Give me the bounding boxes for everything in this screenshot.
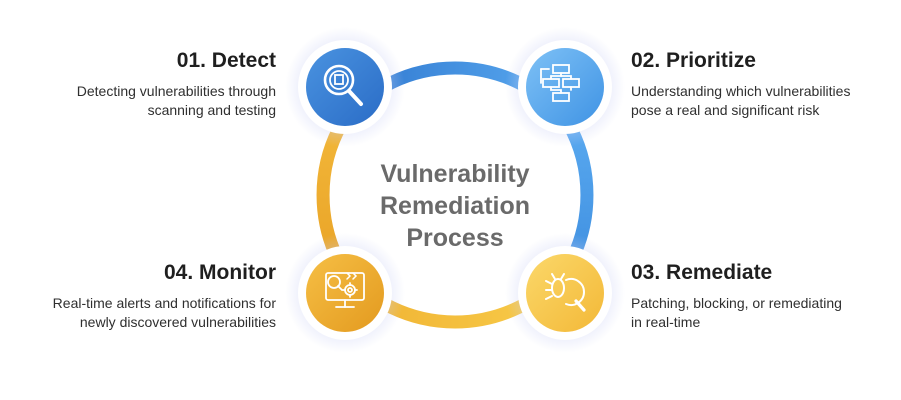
center-title: Vulnerability Remediation Process	[340, 158, 570, 254]
step-description-line: in real-time	[631, 314, 701, 330]
step-remediate: 03. Remediate Patching, blocking, or rem…	[631, 260, 901, 332]
center-title-line-2: Remediation	[379, 192, 531, 220]
step-description: Understanding which vulnerabilities pose…	[631, 82, 901, 120]
center-title-line-3: Process	[406, 224, 504, 252]
center-title-line-1: Vulnerability	[380, 160, 530, 188]
step-description-line: Detecting vulnerabilities through	[76, 83, 276, 99]
step-description-line: Patching, blocking, or remediating	[631, 295, 842, 311]
step-title: 01. Detect	[176, 49, 276, 72]
priority-flow-icon	[540, 64, 580, 102]
monitor-node	[285, 233, 405, 353]
prioritize-node	[505, 27, 625, 147]
step-detect: 01. Detect Detecting vulnerabilities thr…	[0, 48, 276, 120]
step-description: Patching, blocking, or remediating in re…	[631, 294, 901, 332]
step-prioritize: 02. Prioritize Understanding which vulne…	[631, 48, 901, 120]
step-title: 03. Remediate	[631, 261, 773, 284]
remediate-node	[505, 233, 625, 353]
step-description-line: Understanding which vulnerabilities	[631, 83, 851, 99]
monitor-gear-icon	[325, 272, 365, 308]
step-monitor: 04. Monitor Real-time alerts and notific…	[0, 260, 276, 332]
step-description: Real-time alerts and notifications for n…	[0, 294, 276, 332]
step-title: 02. Prioritize	[631, 49, 756, 72]
step-description-line: scanning and testing	[147, 102, 276, 118]
step-description-line: newly discovered vulnerabilities	[79, 314, 276, 330]
magnifier-icon	[323, 64, 363, 106]
step-description-line: Real-time alerts and notifications for	[52, 295, 276, 311]
step-description: Detecting vulnerabilities through scanni…	[0, 82, 276, 120]
step-title: 04. Monitor	[163, 261, 276, 284]
bug-search-icon	[545, 273, 586, 312]
step-description-line: pose a real and significant risk	[631, 102, 820, 118]
detect-node	[285, 27, 405, 147]
